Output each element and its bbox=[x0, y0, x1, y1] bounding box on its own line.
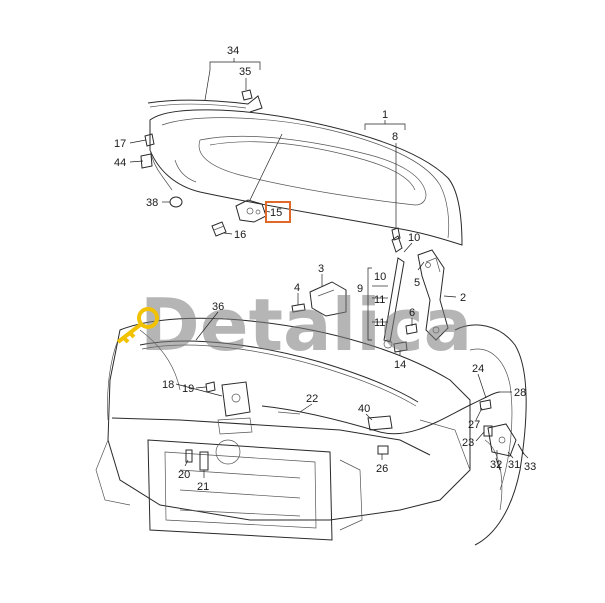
key-logo bbox=[116, 307, 159, 344]
callout-11-upper: 11 bbox=[374, 294, 385, 306]
callout-27: 27 bbox=[468, 419, 480, 431]
callout-18: 18 bbox=[162, 379, 174, 391]
callout-31: 31 bbox=[508, 459, 520, 471]
callout-1: 1 bbox=[382, 109, 388, 121]
small-bolts bbox=[291, 227, 418, 353]
cable-clips bbox=[479, 399, 493, 437]
bolt-16 bbox=[211, 221, 227, 237]
callout-labels: 34 35 1 8 17 44 38 15 16 10 3 10 9 11 11… bbox=[114, 45, 536, 493]
callout-14: 14 bbox=[394, 359, 406, 371]
gas-strut bbox=[383, 235, 405, 349]
clip-35 bbox=[241, 89, 253, 101]
watermark-text: Detalica bbox=[140, 283, 472, 367]
wheel-housing-left bbox=[107, 329, 181, 421]
callout-10-upper: 10 bbox=[408, 232, 420, 244]
carrier-seal bbox=[139, 340, 419, 407]
callout-23: 23 bbox=[462, 437, 474, 449]
hood-seal-strip bbox=[147, 95, 263, 113]
callout-28: 28 bbox=[514, 387, 526, 399]
bracket-3 bbox=[309, 281, 347, 317]
callout-3: 3 bbox=[318, 263, 324, 275]
callout-36: 36 bbox=[212, 301, 224, 313]
callout-5: 5 bbox=[414, 277, 420, 289]
callout-21: 21 bbox=[197, 481, 209, 493]
callout-8: 8 bbox=[392, 131, 398, 143]
callout-10-lower: 10 bbox=[374, 271, 386, 283]
wheel-housing-right bbox=[454, 324, 527, 546]
callout-19: 19 bbox=[182, 383, 194, 395]
callout-6: 6 bbox=[409, 307, 415, 319]
callout-38: 38 bbox=[146, 197, 158, 209]
hood-lock bbox=[217, 381, 253, 435]
screws bbox=[185, 381, 389, 471]
callout-32: 32 bbox=[490, 459, 502, 471]
callout-9: 9 bbox=[357, 283, 363, 295]
callout-16: 16 bbox=[234, 229, 246, 241]
callout-11-lower: 11 bbox=[374, 317, 385, 329]
callout-26: 26 bbox=[376, 463, 388, 475]
buffer-stops bbox=[140, 133, 155, 169]
callout-40: 40 bbox=[358, 403, 370, 415]
leader-lines bbox=[129, 58, 529, 478]
callout-15: 15 bbox=[270, 207, 282, 219]
callout-17: 17 bbox=[114, 138, 126, 150]
release-lever bbox=[487, 423, 525, 471]
callout-33: 33 bbox=[524, 461, 536, 473]
callout-22: 22 bbox=[306, 393, 318, 405]
callout-20: 20 bbox=[178, 469, 190, 481]
callout-24: 24 bbox=[472, 363, 484, 375]
callout-2: 2 bbox=[460, 292, 466, 304]
callout-34: 34 bbox=[227, 45, 239, 57]
hood-bumper bbox=[169, 196, 183, 208]
callout-4: 4 bbox=[294, 282, 300, 294]
callout-35: 35 bbox=[239, 66, 251, 78]
hood-lock-striker bbox=[235, 199, 267, 223]
hood-hinge bbox=[417, 249, 449, 341]
cable-guide bbox=[367, 415, 393, 431]
callout-44: 44 bbox=[114, 157, 126, 169]
highlight-box-15[interactable] bbox=[265, 201, 291, 223]
lock-carrier-frame bbox=[95, 317, 471, 541]
release-cable bbox=[261, 391, 501, 435]
detalica-watermark: Detalica bbox=[116, 283, 472, 367]
hood-panel bbox=[149, 109, 463, 246]
